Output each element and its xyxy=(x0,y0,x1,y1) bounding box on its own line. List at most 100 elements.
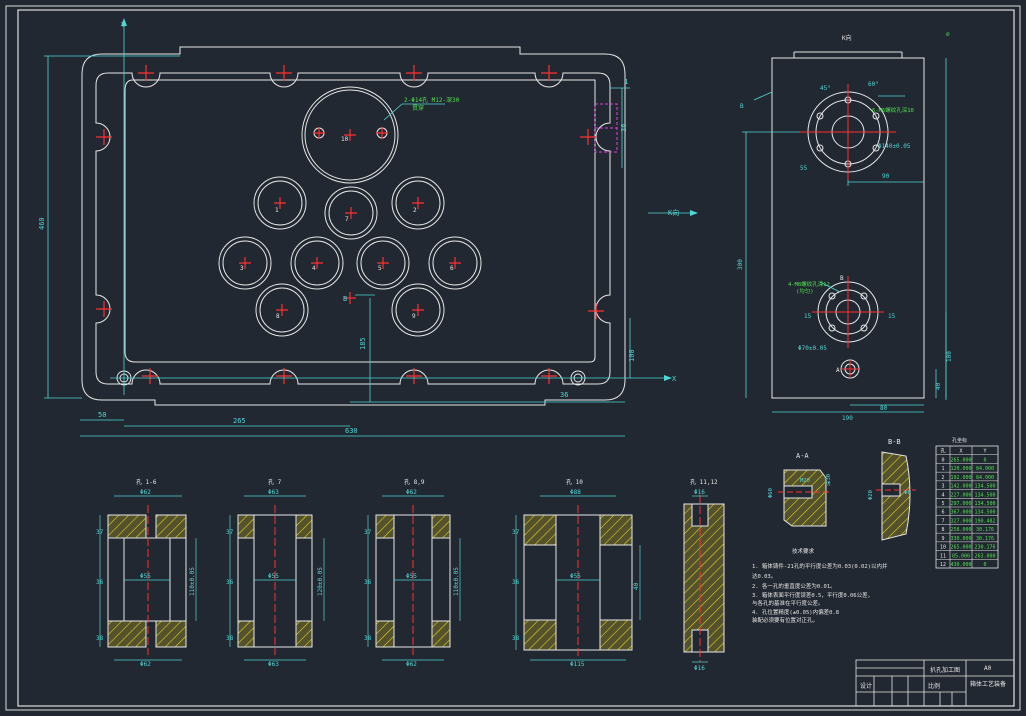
svg-text:A-A: A-A xyxy=(796,452,809,460)
svg-text:110±0.05: 110±0.05 xyxy=(189,567,196,596)
svg-text:36: 36 xyxy=(620,124,628,132)
main-view-notes: 2-Φ14孔 M12-深30 贯穿 xyxy=(404,96,460,112)
svg-text:100: 100 xyxy=(946,351,953,362)
section-dim-lines xyxy=(99,495,708,663)
table-cell: 6 xyxy=(941,510,944,516)
table-cell: 263.000 xyxy=(974,553,995,559)
table-cell: 134.500 xyxy=(974,492,995,498)
section-view-holes-1-6 xyxy=(107,505,187,655)
table-cell: 3 xyxy=(941,484,944,490)
table-cell: 0 xyxy=(941,457,944,463)
table-cell: 134.500 xyxy=(974,501,995,507)
table-cell: 258.000 xyxy=(950,527,971,533)
svg-text:Φ62: Φ62 xyxy=(140,661,151,668)
detail-view-aa xyxy=(778,469,830,527)
svg-text:50: 50 xyxy=(98,411,106,419)
svg-text:Φ63: Φ63 xyxy=(268,489,279,496)
plate-outline xyxy=(81,46,626,406)
title-block-text: 扒孔加工图 A0 箱体工艺装备 设计 比例 xyxy=(860,665,1006,690)
svg-text:9: 9 xyxy=(412,313,416,320)
svg-text:达0.03。: 达0.03。 xyxy=(752,572,776,580)
svg-text:38: 38 xyxy=(96,635,104,642)
svg-text:37: 37 xyxy=(226,529,234,536)
main-view-text: Y X 460 630 50 265 185 100 36 36 1 B K向 xyxy=(38,21,679,435)
svg-text:5: 5 xyxy=(378,265,382,272)
hole-10-boss xyxy=(301,86,399,184)
svg-text:孔 10: 孔 10 xyxy=(566,478,583,486)
table-cell: 12 xyxy=(940,562,946,568)
svg-text:90: 90 xyxy=(882,173,890,180)
svg-text:Φ55: Φ55 xyxy=(406,573,417,580)
svg-text:4-M8螺纹孔深12: 4-M8螺纹孔深12 xyxy=(788,280,830,288)
drawing-frame xyxy=(17,9,1015,707)
svg-text:Φ62: Φ62 xyxy=(406,661,417,668)
svg-text:1: 1 xyxy=(275,207,279,214)
title-block xyxy=(855,659,1015,707)
svg-text:孔 7: 孔 7 xyxy=(268,478,282,486)
bore-holes xyxy=(218,176,482,337)
table-cell: 84.000 xyxy=(976,475,994,481)
svg-text:Φ60: Φ60 xyxy=(768,488,774,498)
svg-text:37: 37 xyxy=(364,529,372,536)
svg-text:X: X xyxy=(672,375,677,383)
side-view-notes: 6-M6螺纹孔深10 4-M8螺纹孔深12 (均匀) xyxy=(788,106,914,295)
svg-text:Φ55: Φ55 xyxy=(268,573,279,580)
section-view-holes-11-12 xyxy=(683,495,725,662)
table-cell: 265.000 xyxy=(950,545,971,551)
section-view-holes-8-9 xyxy=(375,505,451,655)
svg-text:40: 40 xyxy=(633,582,640,590)
table-cell: 11 xyxy=(940,553,946,559)
svg-text:K向: K向 xyxy=(842,34,852,42)
main-view xyxy=(81,46,626,406)
svg-text:Φ20: Φ20 xyxy=(868,490,874,500)
svg-text:K向: K向 xyxy=(668,208,679,217)
svg-text:36: 36 xyxy=(364,579,372,586)
detail-view-bb xyxy=(876,451,916,541)
table-cell: 2 xyxy=(941,475,944,481)
table-cell: 134.500 xyxy=(974,484,995,490)
center-marks xyxy=(96,65,604,384)
table-cell: 367.000 xyxy=(950,510,971,516)
side-view-text: K向 B 300 90 80 100 40 190 45° 60° Φ140±0… xyxy=(737,34,953,422)
sheet-border xyxy=(5,5,1021,711)
svg-text:100: 100 xyxy=(628,349,636,362)
svg-text:55: 55 xyxy=(800,165,808,172)
table-cell: 327.000 xyxy=(950,518,971,524)
section-titles: 孔 1-6 孔 7 孔 8,9 孔 10 孔 11,12 xyxy=(136,478,718,486)
table-cell: 265.000 xyxy=(950,457,971,463)
table-cell: 84.000 xyxy=(976,466,994,472)
svg-text:36: 36 xyxy=(512,579,520,586)
section-dim-text: Φ62 Φ55 Φ62 110±0.05 37 36 38 Φ63 Φ55 Φ6… xyxy=(96,489,705,672)
svg-text:2. 各一孔的垂直度公差为0.01。: 2. 各一孔的垂直度公差为0.01。 xyxy=(752,582,836,590)
svg-text:Y: Y xyxy=(121,21,126,29)
table-header-cell: 孔 xyxy=(940,448,945,455)
table-cell: 142.000 xyxy=(950,484,971,490)
table-cell: 192.000 xyxy=(950,475,971,481)
svg-text:6-M6螺纹孔深10: 6-M6螺纹孔深10 xyxy=(872,106,914,114)
svg-text:36: 36 xyxy=(560,391,568,399)
table-cell: 4 xyxy=(941,492,944,498)
svg-text:80: 80 xyxy=(880,405,888,412)
svg-text:B: B xyxy=(840,275,844,282)
table-cell: 8 xyxy=(941,527,944,533)
main-dimensions xyxy=(44,20,690,437)
tech-requirements: 技术要求 1. 箱体铸件-21孔的平行度公差为0.03(0.02)以内并 达0.… xyxy=(752,547,888,624)
svg-text:45°: 45° xyxy=(820,85,831,92)
svg-text:Φ8: Φ8 xyxy=(904,490,911,496)
arrow-heads xyxy=(121,18,698,381)
table-cell: 190.482 xyxy=(974,518,995,524)
svg-text:Φ16: Φ16 xyxy=(694,489,705,496)
svg-text:孔坐标: 孔坐标 xyxy=(952,437,967,444)
table-cell: 297.000 xyxy=(950,501,971,507)
svg-text:190: 190 xyxy=(842,415,853,422)
svg-text:Φ115: Φ115 xyxy=(570,661,585,668)
detail-dims: Φ60 M20 深30 Φ20 Φ8 xyxy=(768,474,911,500)
svg-text:38: 38 xyxy=(226,635,234,642)
table-cell: 9 xyxy=(941,536,944,542)
table-cell: 10 xyxy=(940,545,946,551)
table-cell: 0 xyxy=(983,457,986,463)
svg-text:Φ88: Φ88 xyxy=(570,489,581,496)
table-cell: 5 xyxy=(941,501,944,507)
